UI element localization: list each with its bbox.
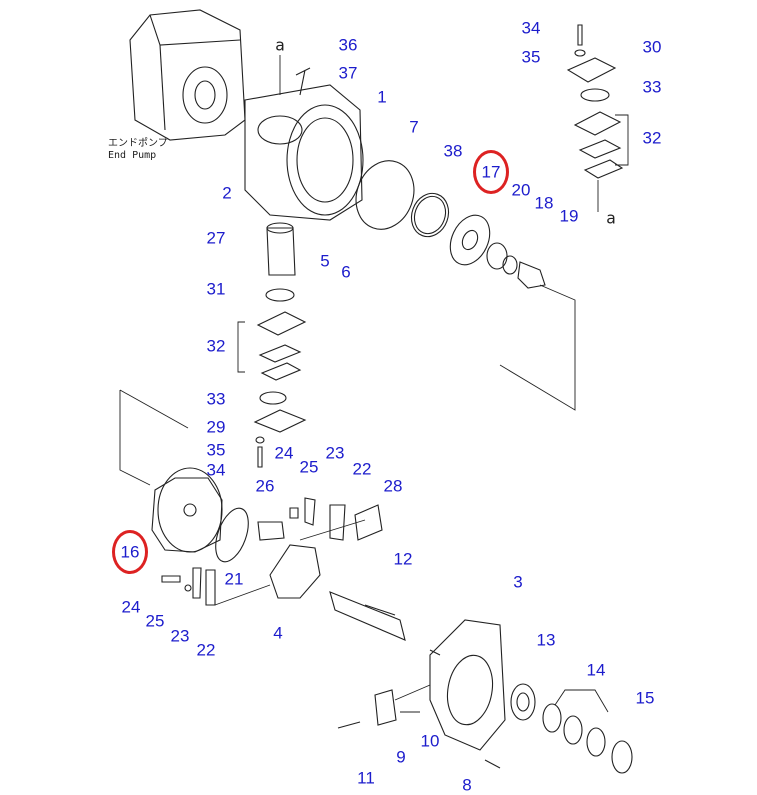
part-label-23-low: 23: [170, 626, 190, 646]
seal-rings-drawing: [355, 160, 450, 238]
part-label-18: 18: [534, 193, 554, 213]
part-label-10: 10: [420, 731, 440, 751]
pump-case-drawing: [244, 55, 364, 221]
part-label-35-left: 35: [206, 440, 226, 460]
shoe-and-retainer-drawing: [289, 497, 383, 541]
ref-letter-top: a: [275, 35, 285, 55]
part-label-28: 28: [383, 476, 403, 496]
part-label-36: 36: [338, 35, 358, 55]
part-label-11: 11: [357, 768, 375, 788]
part-label-34-left: 34: [206, 460, 226, 480]
highlight-circle-17: [473, 150, 509, 194]
highlight-circle-16: [112, 530, 148, 574]
ref-letter-right: a: [606, 208, 616, 228]
part-label-12: 12: [393, 549, 413, 569]
part-label-24-low: 24: [121, 597, 141, 617]
end-cover-drawing: [429, 619, 506, 751]
part-label-30: 30: [642, 37, 662, 57]
part-label-7: 7: [409, 117, 419, 137]
part-label-34-top: 34: [521, 18, 541, 38]
part-label-8: 8: [462, 775, 472, 795]
part-label-35-top: 35: [521, 47, 541, 67]
part-label-6: 6: [341, 262, 351, 282]
left-column-parts-drawing: [237, 222, 307, 468]
part-label-24-mid: 24: [274, 443, 294, 463]
part-label-19: 19: [559, 206, 579, 226]
end-pump-note-jp: エンドポンプ: [108, 138, 168, 149]
top-right-cover-group-drawing: [566, 24, 629, 212]
part-label-25-mid: 25: [299, 457, 319, 477]
part-label-21: 21: [224, 569, 244, 589]
valve-plate-group-drawing: [449, 214, 576, 411]
part-label-25-low: 25: [145, 611, 165, 631]
part-label-33-top: 33: [642, 77, 662, 97]
bottom-fasteners-drawing: [337, 684, 501, 769]
part-label-22-low: 22: [196, 640, 216, 660]
bottom-left-small-parts-drawing: [161, 567, 271, 606]
part-label-32-top: 32: [642, 128, 662, 148]
part-label-31: 31: [206, 279, 226, 299]
part-label-5: 5: [320, 251, 330, 271]
part-label-20: 20: [511, 180, 531, 200]
part-label-27: 27: [206, 228, 226, 248]
bearing-and-rings-drawing: [510, 683, 633, 774]
swash-and-shaft-drawing: [215, 507, 406, 641]
part-label-4: 4: [273, 623, 283, 643]
end-pump-note: エンドポンプ End Pump: [108, 138, 168, 162]
cylinder-block-drawing: [119, 389, 223, 553]
end-pump-note-en: End Pump: [108, 150, 157, 161]
part-label-37: 37: [338, 63, 358, 83]
end-pump-drawing: [129, 9, 246, 141]
part-label-2: 2: [222, 183, 232, 203]
part-label-26: 26: [255, 476, 275, 496]
part-label-29: 29: [206, 417, 226, 437]
part-label-38: 38: [443, 141, 463, 161]
part-label-13: 13: [536, 630, 556, 650]
part-label-14: 14: [586, 660, 606, 680]
part-label-32-left: 32: [206, 336, 226, 356]
part-label-33-left: 33: [206, 389, 226, 409]
part-label-23-mid: 23: [325, 443, 345, 463]
part-label-22-mid: 22: [352, 459, 372, 479]
part-label-1: 1: [377, 87, 387, 107]
part-label-15: 15: [635, 688, 655, 708]
part-label-9: 9: [396, 747, 406, 767]
part-label-3: 3: [513, 572, 523, 592]
